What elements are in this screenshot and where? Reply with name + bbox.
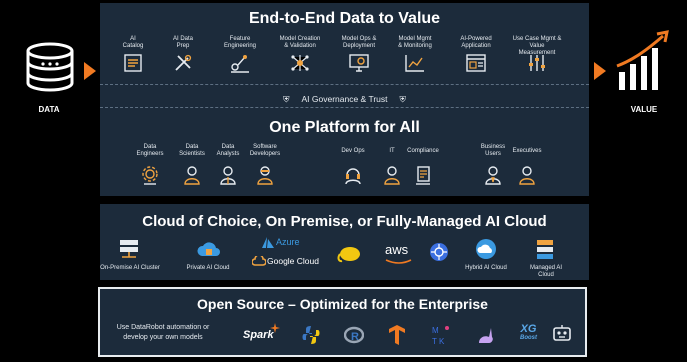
tools-icon (175, 54, 192, 71)
role-data-analysts: Data Analysts (216, 144, 240, 157)
end-to-end-title: End-to-End Data to Value (248, 10, 441, 27)
stage-model-creation: Model Creation & Validation (279, 36, 321, 49)
growth-chart-icon (616, 30, 669, 90)
spark-label: Spark (243, 329, 274, 341)
application-icon (466, 54, 486, 72)
platform-title: One Platform for All (269, 119, 420, 136)
catalog-icon (124, 54, 142, 72)
feature-engineering-icon (231, 55, 249, 73)
open-source-panel: Open Source – Optimized for the Enterpri… (98, 287, 587, 357)
tensorflow-logo-icon (389, 325, 405, 345)
robot-icon (553, 325, 571, 341)
xgboost-sub-label: Boost (520, 335, 537, 341)
hybrid-cloud-icon (476, 239, 496, 259)
cloud-panel: Cloud of Choice, On Premise, or Fully-Ma… (100, 204, 589, 280)
shield-icon: ⛨ (399, 94, 406, 104)
role-executives: Executives (512, 148, 542, 154)
cloud-title: Cloud of Choice, On Premise, or Fully-Ma… (142, 213, 547, 230)
data-arrow-icon (84, 62, 96, 80)
compliance-icon (416, 166, 430, 185)
private-cloud-icon (197, 242, 220, 256)
managed-cloud-icon (537, 240, 553, 259)
open-source-title: Open Source – Optimized for the Enterpri… (197, 296, 488, 312)
role-business-users: Business Users (480, 144, 506, 157)
hadoop-elephant-icon (337, 247, 360, 263)
data-scientist-icon (184, 166, 200, 185)
network-icon (291, 55, 309, 71)
aws-label: aws (385, 242, 409, 257)
azure-logo-icon (262, 237, 274, 248)
open-source-description: Use DataRobot automation or develop your… (116, 324, 210, 341)
value-label: VALUE (630, 105, 658, 114)
database-icon (26, 42, 74, 92)
svg-text:T K: T K (432, 337, 445, 346)
google-cloud-label: Google Cloud (267, 256, 319, 266)
gear-icon (142, 166, 158, 185)
xgboost-label: XG (520, 323, 537, 335)
role-it: IT (389, 148, 395, 154)
value-arrow-icon (594, 62, 606, 80)
monitoring-chart-icon (405, 55, 424, 72)
server-cluster-icon (120, 240, 138, 258)
deployment-monitor-icon (349, 54, 369, 72)
divider-upper (100, 84, 589, 85)
azure-label: Azure (276, 237, 300, 247)
end-to-end-panel: End-to-End Data to Value AI Catalog AI D… (100, 3, 589, 196)
role-compliance: Compliance (407, 148, 439, 154)
role-software-developers: Software Developers (249, 144, 281, 157)
shield-icon: ⛨ (283, 94, 290, 104)
role-dev-ops: Dev Ops (341, 148, 365, 154)
stage-use-case-mgmt: Use Case Mgmt & Value Measurement (512, 36, 562, 56)
stage-model-ops: Model Ops & Deployment (341, 36, 377, 49)
it-person-icon (384, 166, 400, 185)
r-logo-icon: R (344, 326, 364, 344)
stage-model-mgmt: Model Mgmt & Monitoring (398, 36, 432, 49)
stage-feature-engineering: Feature Engineering (223, 36, 257, 49)
private-cloud-label: Private AI Cloud (186, 265, 230, 271)
stage-ai-catalog: AI Catalog (122, 36, 144, 49)
aws-smile-icon (385, 259, 412, 264)
svg-text:R: R (351, 331, 359, 343)
governance-label: AI Governance & Trust (301, 94, 388, 104)
headset-icon (345, 168, 361, 185)
spark-star-icon (270, 323, 280, 333)
h2o-logo-icon: M T K (432, 326, 449, 346)
data-label: DATA (38, 105, 60, 114)
executive-icon (519, 166, 535, 185)
rabbit-logo-icon (479, 328, 493, 343)
stage-ai-data-prep: AI Data Prep (172, 36, 194, 49)
python-logo-icon (302, 326, 320, 344)
google-cloud-logo-icon (252, 256, 266, 266)
role-data-scientists: Data Scientists (179, 144, 205, 157)
divider-lower (100, 107, 589, 108)
onprem-label: On-Premise AI Cluster (100, 265, 160, 271)
svg-text:M: M (432, 326, 439, 335)
business-user-icon (485, 166, 501, 185)
kubernetes-icon (430, 243, 448, 261)
hybrid-cloud-label: Hybrid AI Cloud (465, 265, 507, 271)
xgboost-logo: XG Boost (520, 323, 537, 343)
role-data-engineers: Data Engineers (136, 144, 164, 157)
managed-cloud-label: Managed AI Cloud (529, 265, 563, 278)
governance-banner: ⛨ AI Governance & Trust ⛨ (100, 94, 589, 105)
data-analyst-icon (220, 166, 236, 185)
sliders-icon (529, 55, 545, 71)
stage-ai-application: AI-Powered Application (460, 36, 492, 49)
developer-icon (257, 166, 273, 185)
